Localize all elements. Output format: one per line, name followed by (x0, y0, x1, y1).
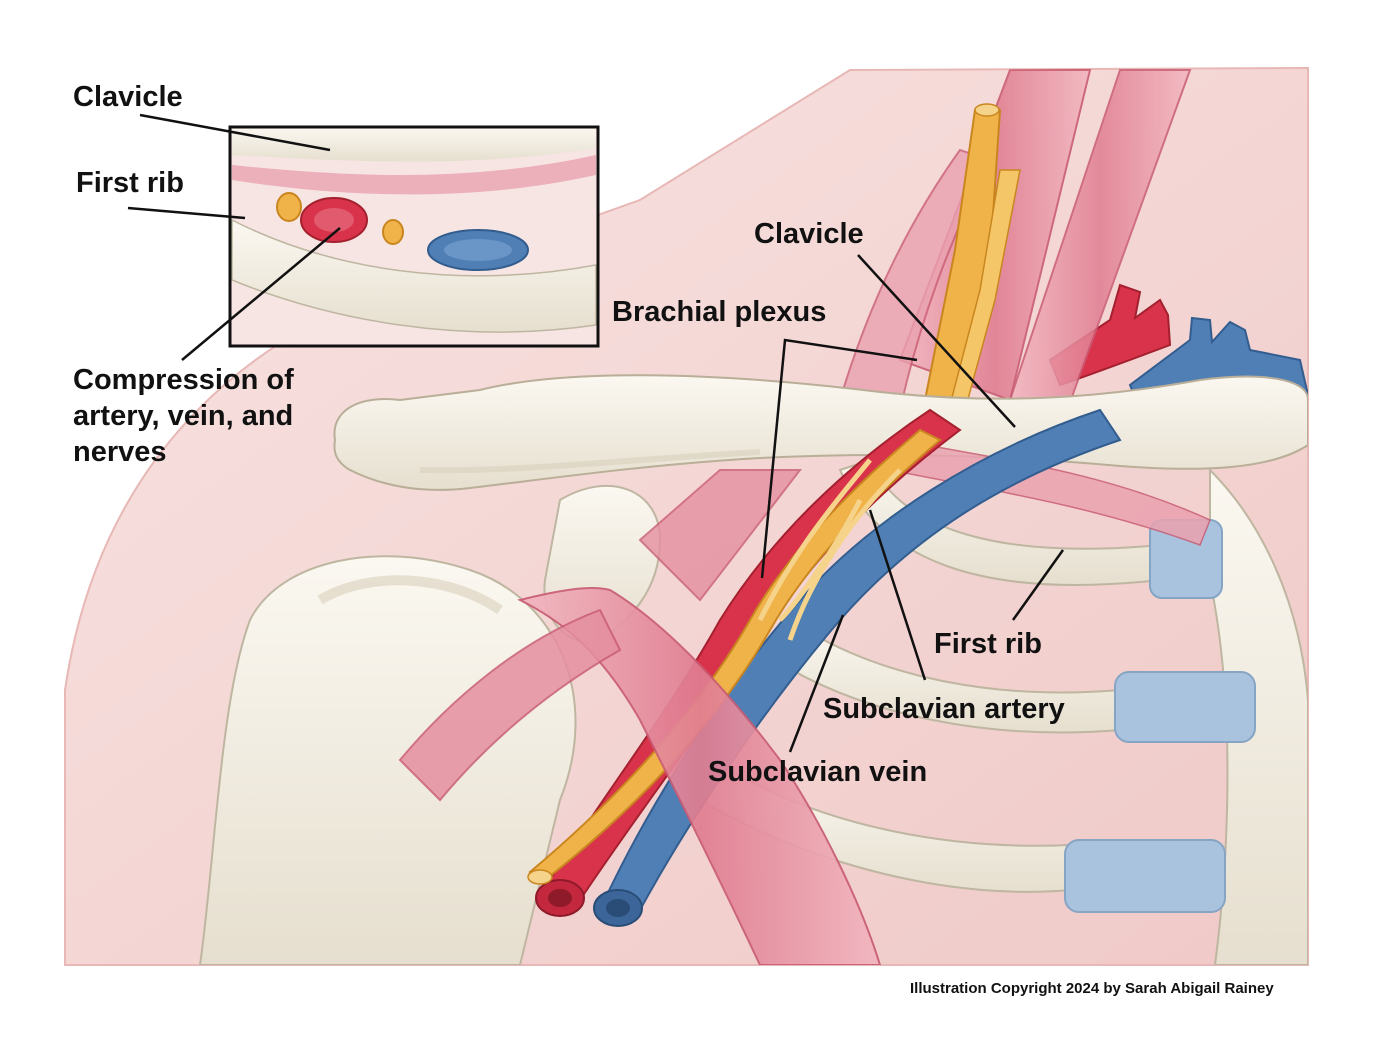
leader-lines (127, 113, 1065, 753)
pectoralis-minor (398, 469, 882, 965)
leader-clavicle (857, 254, 1016, 428)
leader-brachial-plexus (760, 338, 918, 579)
label-compression: Compression of artery, vein, and nerves (73, 362, 333, 470)
label-compression-line3: nerves (73, 436, 167, 468)
leader-inset-first-rib (127, 206, 246, 220)
label-first-rib: First rib (934, 628, 1042, 660)
inset-detail (228, 125, 600, 348)
ribs (698, 458, 1308, 965)
label-clavicle: Clavicle (754, 218, 864, 250)
brachial-plexus-lower (527, 428, 942, 885)
leader-subclavian-artery (868, 509, 927, 681)
leader-inset-clavicle (139, 113, 331, 152)
label-brachial-plexus: Brachial plexus (612, 296, 827, 328)
copyright-credit: Illustration Copyright 2024 by Sarah Abi… (910, 980, 1274, 997)
label-compression-line2: artery, vein, and (73, 400, 294, 432)
label-inset-first-rib: First rib (76, 167, 184, 199)
subclavian-vein-shape (593, 408, 1122, 927)
label-compression-line1: Compression of (73, 364, 294, 396)
leader-first-rib (1011, 549, 1065, 621)
label-inset-clavicle: Clavicle (73, 81, 183, 113)
label-subclavian-artery: Subclavian artery (823, 693, 1065, 725)
humerus-head (198, 555, 577, 965)
label-subclavian-vein: Subclavian vein (708, 756, 928, 788)
leader-compression (181, 227, 341, 361)
leader-subclavian-vein (788, 614, 845, 753)
